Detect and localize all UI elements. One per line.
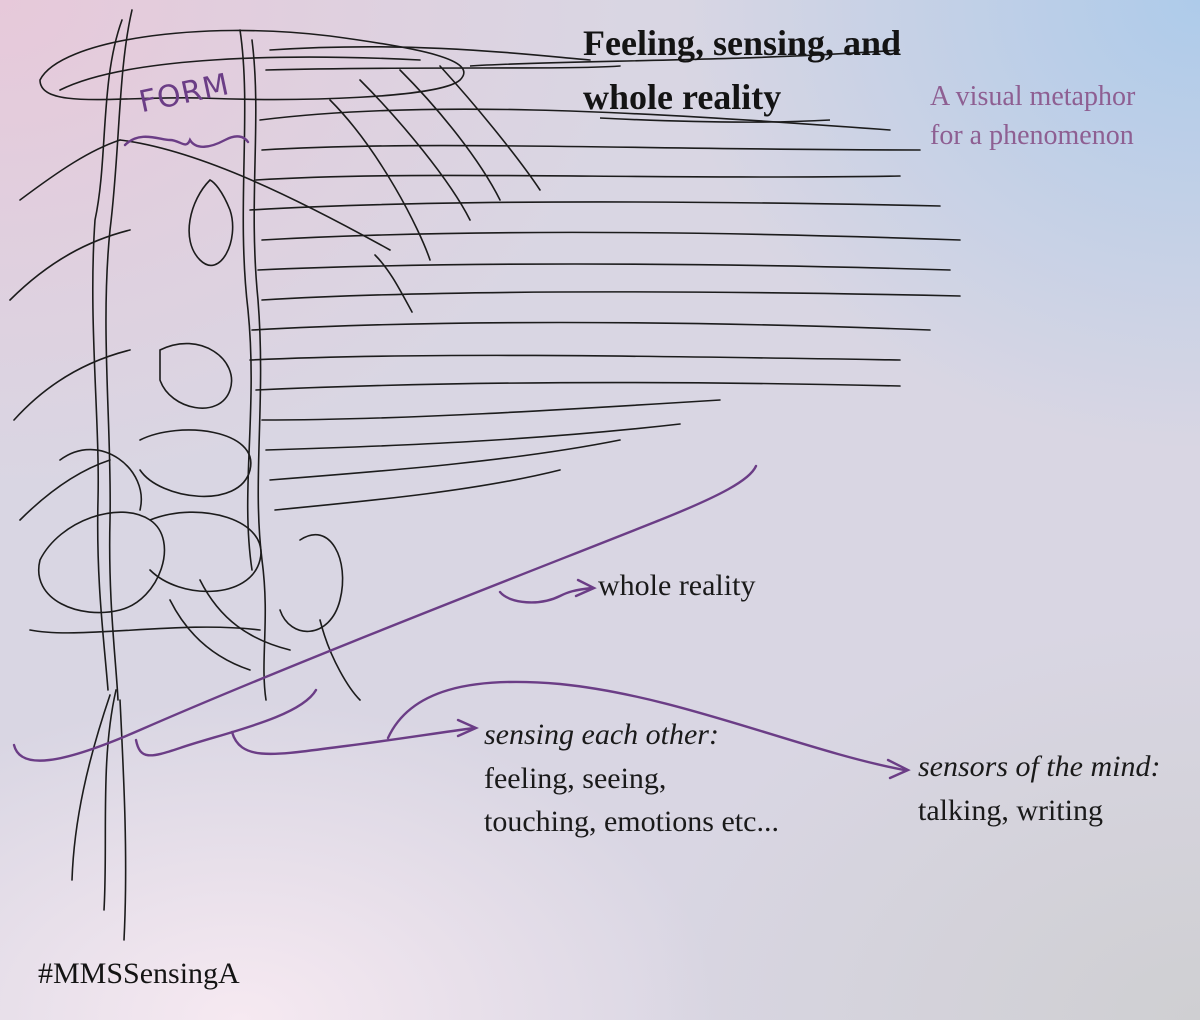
sensing-each-other-line-1: feeling, seeing, <box>484 761 667 795</box>
title-line-1: Feeling, sensing, and <box>583 23 902 63</box>
subtitle-line-1: A visual metaphor <box>930 81 1136 112</box>
sensors-of-mind-label: sensors of the mind: talking, writing <box>918 745 1161 832</box>
page-title: Feeling, sensing, and whole reality <box>583 16 1013 124</box>
hashtag: #MMSSensingA <box>38 957 240 990</box>
sensing-each-other-label: sensing each other: feeling, seeing, tou… <box>484 713 779 844</box>
sensing-bracket <box>134 688 318 757</box>
whole-reality-arrow <box>498 586 594 604</box>
mind-arrow <box>386 680 906 772</box>
sensors-of-mind-line-1: talking, writing <box>918 793 1103 827</box>
sensing-arrow <box>230 726 476 756</box>
sensors-of-mind-heading: sensors of the mind: <box>918 750 1161 783</box>
whole-reality-arrowhead <box>574 578 597 598</box>
sensing-arrowhead <box>456 718 479 738</box>
form-brace <box>123 135 250 148</box>
annotation-arrows <box>12 464 911 780</box>
whole-reality-label: whole reality <box>598 569 756 602</box>
title-line-2: whole reality <box>583 77 782 117</box>
mind-arrowhead <box>886 758 911 780</box>
sensing-each-other-heading: sensing each other: <box>484 718 719 751</box>
subtitle: A visual metaphor for a phenomenon <box>930 78 1192 155</box>
sensing-each-other-line-2: touching, emotions etc... <box>484 805 779 838</box>
whole-reality-sweep <box>12 464 758 762</box>
flowing-lines <box>9 9 961 941</box>
title-underlines <box>469 49 901 123</box>
subtitle-line-2: for a phenomenon <box>930 119 1134 151</box>
